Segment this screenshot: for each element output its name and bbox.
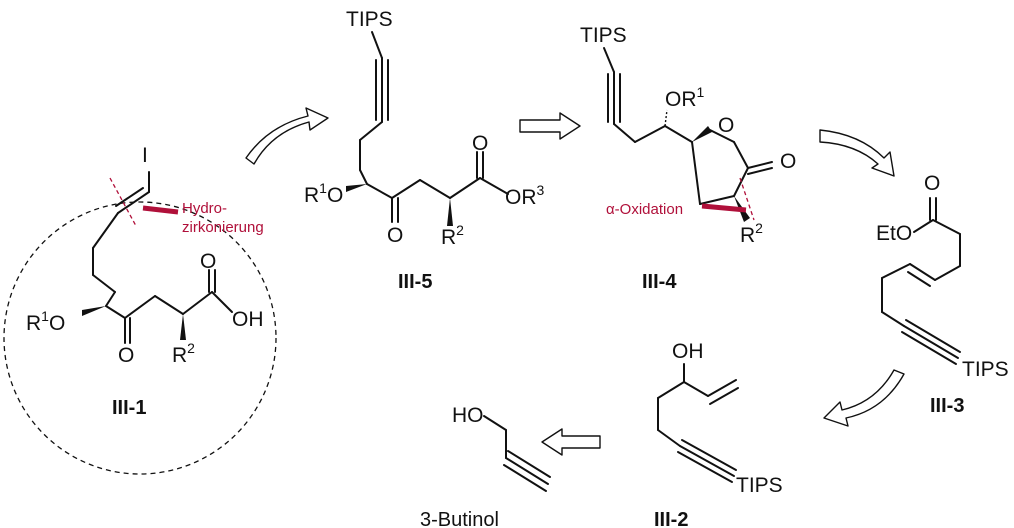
tips-group: TIPS: [962, 358, 1009, 381]
compound-iii-3: O EtO TIPS III-3: [876, 172, 1009, 417]
hydroxyl-group: OH: [672, 340, 704, 363]
hydrozirkonierung-label-line2: zirkonierung: [182, 219, 264, 236]
retro-arrow-2: [519, 112, 581, 140]
ketone-oxygen: O: [118, 344, 134, 367]
lactone-ring-oxygen: O: [718, 114, 734, 137]
ethoxy-group: EtO: [876, 222, 912, 245]
carbonyl-oxygen: O: [924, 172, 940, 195]
retro-arrow-1: [245, 107, 329, 165]
compound-iii-4: TIPS OR1 O O R2 α-Oxidation III-4: [580, 24, 796, 293]
compound-iii-1: I O OH R1O O R2 III-1 Hydro- zirkonierun…: [3, 144, 277, 475]
compound-label-iii-5: III-5: [398, 271, 432, 293]
hydrozirkonierung-label-line1: Hydro-: [182, 200, 227, 217]
or3-group: OR3: [505, 182, 545, 209]
r2-group: R2: [740, 220, 763, 247]
compound-label-iii-4: III-4: [642, 271, 677, 293]
compound-label-iii-2: III-2: [654, 509, 688, 528]
r2-group: R2: [172, 340, 195, 367]
ketone-oxygen: O: [387, 224, 403, 247]
compound-label-iii-3: III-3: [930, 395, 964, 417]
hydroxyl-group: HO: [452, 404, 484, 427]
retro-arrow-5: [541, 428, 601, 456]
tips-group: TIPS: [580, 24, 627, 47]
dashed-circle: [3, 201, 277, 475]
r1o-group: R1O: [304, 180, 343, 207]
iodo-atom: I: [142, 144, 148, 167]
alpha-oxidation-label: α-Oxidation: [606, 201, 683, 218]
compound-label-3-butinol: 3-Butinol: [420, 509, 499, 528]
lactone-carbonyl-oxygen: O: [780, 150, 796, 173]
compound-label-iii-1: III-1: [112, 397, 146, 419]
r1-group: R1O: [26, 308, 65, 335]
ester-carbonyl-oxygen: O: [472, 132, 488, 155]
tips-group: TIPS: [346, 8, 393, 31]
compound-iii-2: OH TIPS III-2: [654, 340, 783, 528]
or1-group: OR1: [665, 84, 705, 111]
acid-carbonyl-oxygen: O: [200, 250, 216, 273]
retro-arrow-3: [819, 129, 895, 177]
tips-group: TIPS: [736, 474, 783, 497]
compound-iii-5: TIPS O OR3 R1O O R2 III-5: [304, 8, 545, 293]
acid-hydroxyl: OH: [232, 308, 264, 331]
compound-3-butinol: HO 3-Butinol: [420, 404, 551, 528]
r2-group: R2: [441, 222, 464, 249]
retro-arrow-4: [823, 369, 905, 427]
